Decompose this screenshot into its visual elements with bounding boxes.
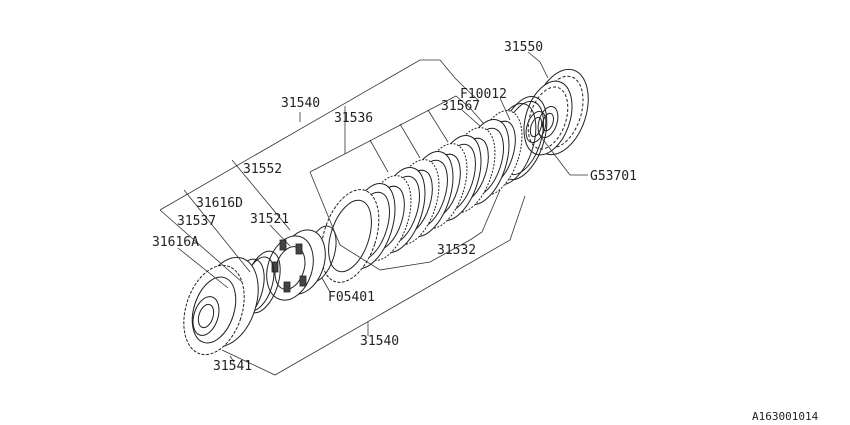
part-G53701-snap-ring xyxy=(525,111,547,143)
label-31540-bottom: 31540 xyxy=(360,334,399,349)
label-31521: 31521 xyxy=(250,212,289,227)
label-31616A: 31616A xyxy=(152,235,199,250)
part-31536-clutch-plates xyxy=(344,110,523,269)
label-31540-top: 31540 xyxy=(281,96,320,111)
part-31541-clutch-drum xyxy=(183,256,259,356)
part-31532-pressure-plate xyxy=(320,189,380,283)
label-31552: 31552 xyxy=(243,162,282,177)
label-31550: 31550 xyxy=(504,40,543,55)
label-31536: 31536 xyxy=(334,111,373,126)
label-F10012: F10012 xyxy=(460,87,507,102)
label-31537: 31537 xyxy=(177,214,216,229)
leader-lines xyxy=(159,51,588,376)
label-31567: 31567 xyxy=(441,99,480,114)
label-31532: 31532 xyxy=(437,243,476,258)
part-31550-gear-hub xyxy=(523,68,589,156)
label-31541: 31541 xyxy=(213,359,252,374)
label-G53701: G53701 xyxy=(590,169,637,184)
part-31521-piston-hub xyxy=(266,229,326,301)
figure-reference: A163001014 xyxy=(752,410,819,423)
label-F05401: F05401 xyxy=(328,290,375,305)
label-31616D: 31616D xyxy=(196,196,243,211)
